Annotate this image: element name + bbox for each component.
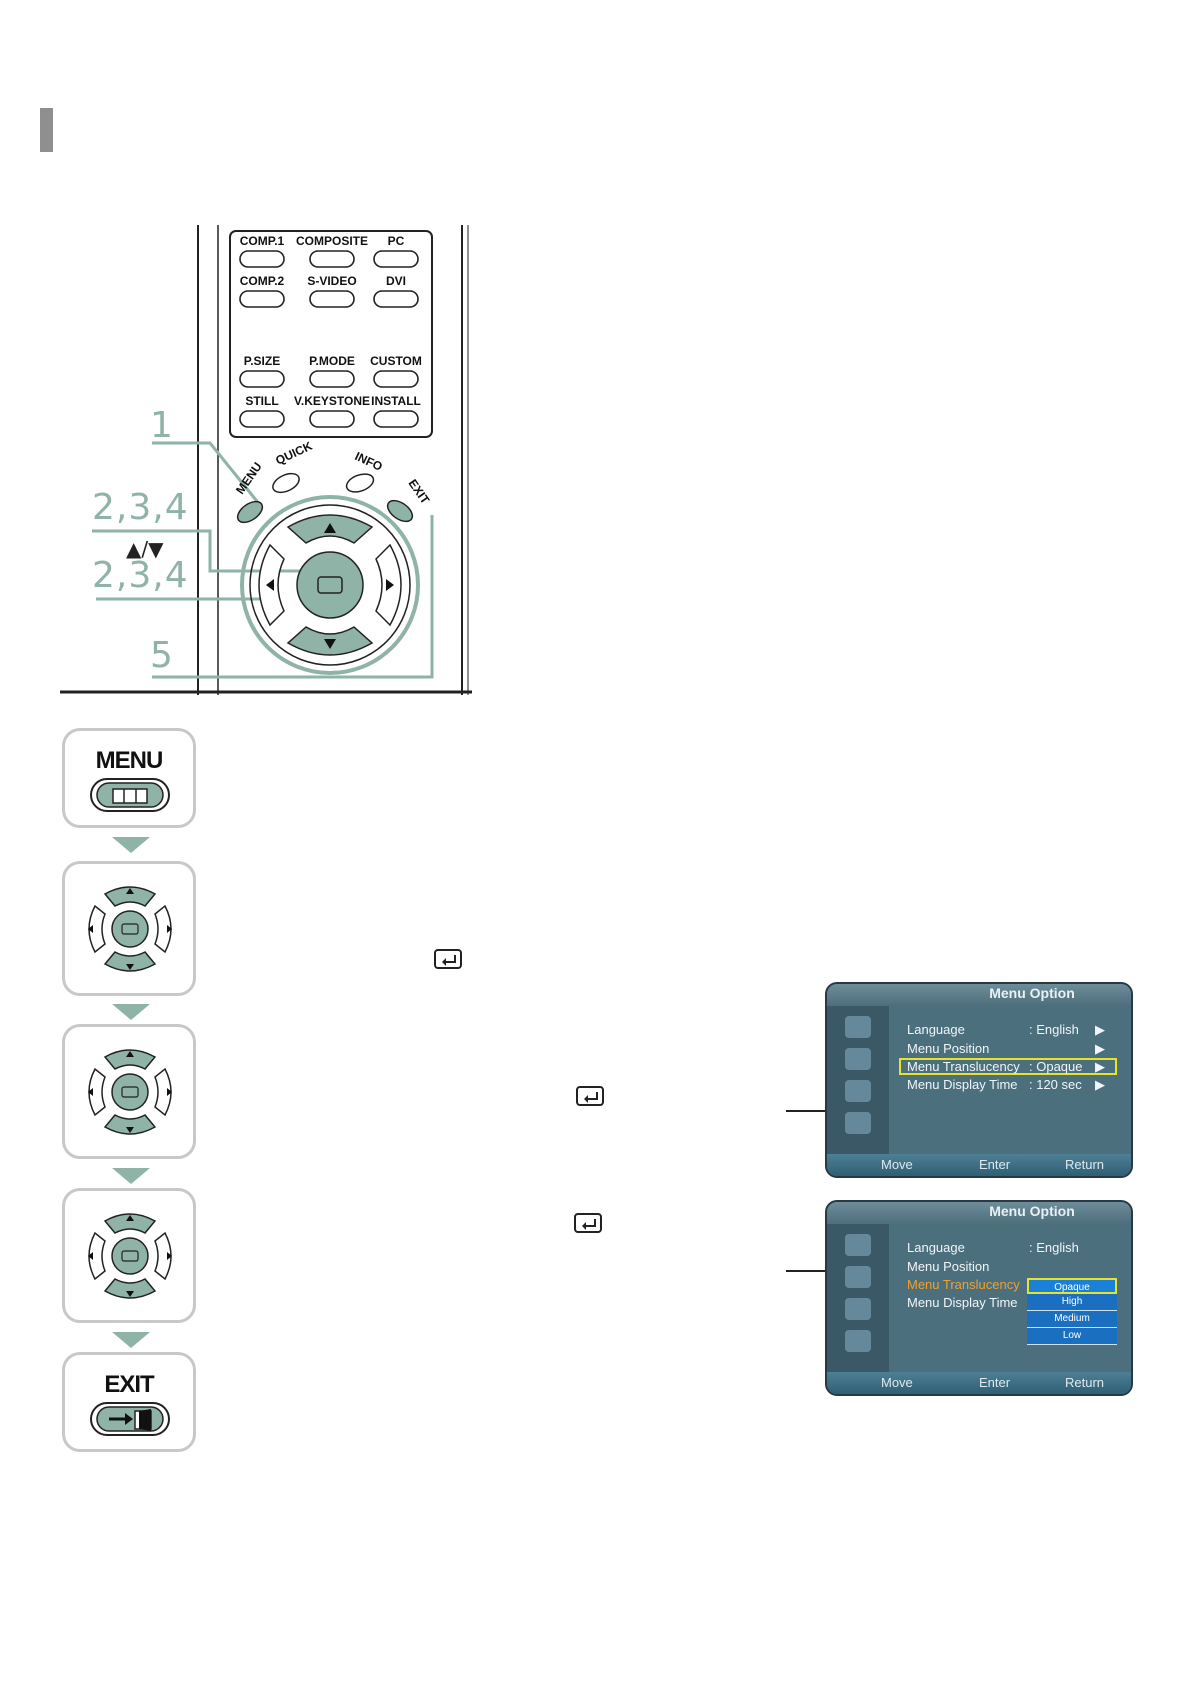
osd-row-language[interactable]: Language : English [907,1240,1079,1255]
translucency-dropdown[interactable]: Opaque High Medium Low [1027,1278,1117,1345]
navigation-pad-icon [88,1213,172,1299]
osd-row-label: Menu Translucency [907,1277,1020,1292]
osd-footer: Move Enter Return [827,1372,1131,1394]
osd-sidebar [827,1224,889,1374]
osd-row-language[interactable]: Language : English ▶ [907,1022,1105,1037]
input-menu-icon [845,1112,871,1134]
osd-row-value: : English [1029,1240,1079,1255]
osd-title: Menu Option [989,985,1075,1001]
callout-step-234-bottom: 2,3,4 [92,555,189,596]
osd-title: Menu Option [989,1203,1075,1219]
step-exit-box: EXIT [62,1352,196,1452]
osd-row-label: Menu Display Time [907,1077,1018,1092]
button-label-still: STILL [245,394,278,408]
button-label-comp1: COMP.1 [240,234,285,248]
navigation-pad-icon [88,886,172,972]
osd-row-value: : English [1029,1022,1079,1037]
setup-menu-icon [845,1080,871,1102]
callout-step-5: 5 [150,635,174,676]
enter-icon [434,949,462,969]
osd-footer: Move Enter Return [827,1154,1131,1176]
osd-row-label: Menu Translucency [907,1059,1020,1074]
footer-return: Return [1065,1157,1105,1172]
footer-move: Move [881,1157,913,1172]
button-label-composite: COMPOSITE [296,234,368,248]
callout-step-234-top: 2,3,4 [92,487,189,528]
exit-button-label: EXIT [104,1371,154,1398]
step-arrow-down [112,1168,150,1184]
dropdown-option-low[interactable]: Low [1027,1328,1117,1345]
osd-row-menu-display-time[interactable]: Menu Display Time [907,1295,1018,1310]
dropdown-option-opaque[interactable]: Opaque [1027,1278,1117,1294]
arrow-right-icon: ▶ [1095,1077,1105,1092]
osd-row-label: Menu Position [907,1259,990,1274]
menu-icon [90,778,170,812]
footer-enter: Enter [979,1157,1011,1172]
input-menu-icon [845,1330,871,1352]
button-label-custom: CUSTOM [370,354,422,368]
footer-enter: Enter [979,1375,1011,1390]
osd-title-bar: Menu Option [827,1202,1131,1224]
step-navpad-box-3 [62,1188,196,1323]
osd-row-label: Menu Display Time [907,1295,1018,1310]
step-menu-box: MENU [62,728,196,828]
arrow-right-icon: ▶ [1095,1022,1105,1037]
button-label-pmode: P.MODE [309,354,355,368]
leader-line [786,1110,826,1112]
osd-row-value: : Opaque [1029,1059,1083,1074]
osd-row-menu-display-time[interactable]: Menu Display Time : 120 sec ▶ [907,1077,1105,1092]
arrow-right-icon: ▶ [1095,1041,1105,1056]
sound-menu-icon [845,1048,871,1070]
osd-sidebar [827,1006,889,1156]
osd-row-label: Language [907,1240,965,1255]
step-navpad-box-1 [62,861,196,996]
leader-line [786,1270,826,1272]
step-arrow-down [112,1332,150,1348]
menu-button-label: MENU [95,747,164,774]
callout-up-down: ▲/▼ [126,537,164,561]
osd-menu-option-screen-2: Menu Option Language : English Menu Posi… [825,1200,1133,1396]
button-label-exit: EXIT [406,477,433,507]
remote-body: COMP.1 COMPOSITE PC COMP.2 S-VIDEO DVI P… [60,225,472,695]
osd-menu-option-screen-1: Menu Option Language : English ▶ Menu Po… [825,982,1133,1178]
button-label-pc: PC [388,234,405,248]
step-navpad-box-2 [62,1024,196,1159]
arrow-right-icon: ▶ [1095,1059,1105,1074]
osd-row-label: Language [907,1022,965,1037]
exit-icon [90,1402,170,1436]
osd-row-menu-translucency[interactable]: Menu Translucency : Opaque ▶ [907,1059,1105,1074]
button-label-vkeystone: V.KEYSTONE [294,394,370,408]
osd-row-label: Menu Position [907,1041,990,1056]
osd-title-bar: Menu Option [827,984,1131,1006]
step-arrow-down [112,1004,150,1020]
button-label-info: INFO [353,449,385,474]
section-marker [40,108,53,152]
picture-menu-icon [845,1016,871,1038]
remote-control-illustration: COMP.1 COMPOSITE PC COMP.2 S-VIDEO DVI P… [60,225,480,695]
picture-menu-icon [845,1234,871,1256]
enter-icon [574,1213,602,1233]
button-label-dvi: DVI [386,274,406,288]
osd-highlight [899,1058,1117,1075]
step-arrow-down [112,837,150,853]
dropdown-option-medium[interactable]: Medium [1027,1311,1117,1328]
footer-move: Move [881,1375,913,1390]
enter-icon [576,1086,604,1106]
navigation-pad-icon [88,1049,172,1135]
setup-menu-icon [845,1298,871,1320]
osd-row-menu-position[interactable]: Menu Position ▶ [907,1041,1105,1056]
osd-row-value: : 120 sec [1029,1077,1082,1092]
osd-row-menu-translucency[interactable]: Menu Translucency [907,1277,1020,1292]
button-label-psize: P.SIZE [244,354,280,368]
footer-return: Return [1065,1375,1105,1390]
button-label-svideo: S-VIDEO [307,274,356,288]
button-label-quick: QUICK [273,439,314,468]
button-label-comp2: COMP.2 [240,274,285,288]
callout-step-1: 1 [150,405,174,446]
sound-menu-icon [845,1266,871,1288]
button-label-install: INSTALL [371,394,421,408]
osd-row-menu-position[interactable]: Menu Position [907,1259,989,1274]
dropdown-option-high[interactable]: High [1027,1294,1117,1311]
